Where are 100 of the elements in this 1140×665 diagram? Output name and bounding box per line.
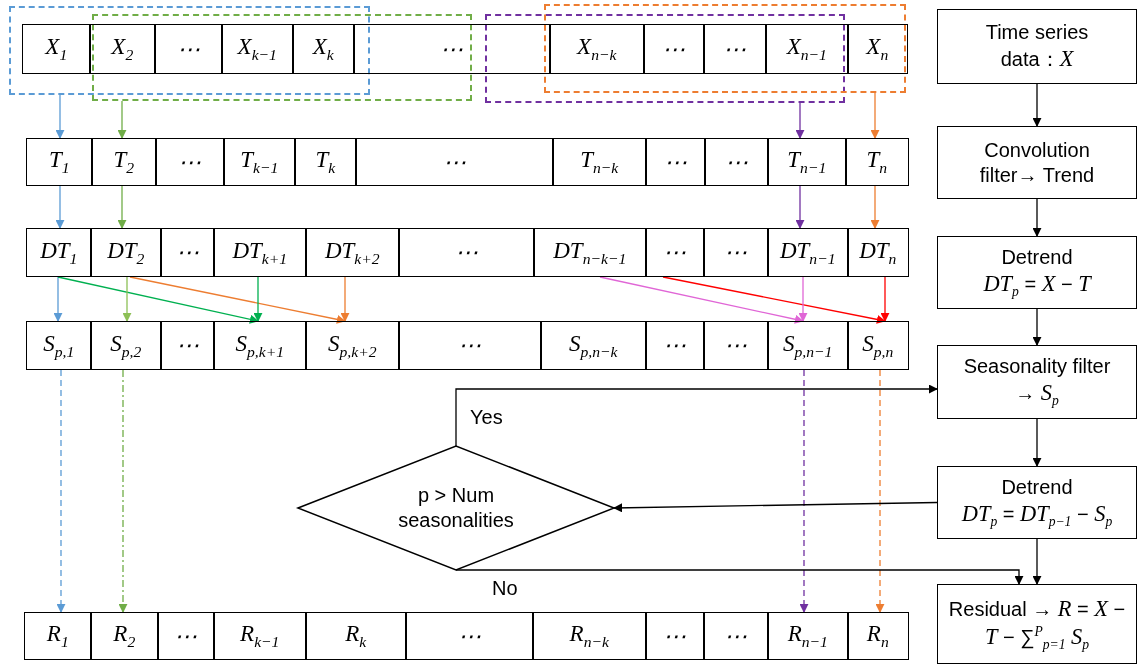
- arrow: [253, 276, 263, 322]
- arrow: [1032, 538, 1042, 585]
- arrow: [455, 384, 938, 447]
- arrow: [455, 569, 1024, 585]
- sequence-cell: ⋯: [703, 321, 769, 370]
- process-text: Residual → R = X − T − ∑$^{P}$$_{p=1}$ S$_{p}$: [947, 594, 1127, 654]
- arrow: [53, 276, 63, 322]
- sequence-cell: DT$_{n}$: [847, 228, 909, 277]
- process-text: Detrend: [1001, 474, 1073, 500]
- sequence-cell: ⋯: [704, 138, 769, 186]
- sequence-cell: X$_{2}$: [89, 24, 156, 74]
- decision-diamond: p > Num seasonalities: [298, 446, 614, 570]
- sequence-cell: ⋯: [703, 24, 767, 74]
- sequence-cell: R$_{k}$: [305, 612, 407, 660]
- arrow: [57, 276, 259, 324]
- sequence-cell: ⋯: [157, 612, 215, 660]
- sequence-cell: T$_{n−1}$: [767, 138, 847, 186]
- arrow: [117, 185, 127, 229]
- process-text: Convolution filter→ Trend: [978, 137, 1096, 188]
- sequence-cell: DT$_{n−1}$: [767, 228, 849, 277]
- arrow: [799, 369, 809, 613]
- sequence-cell: ⋯: [645, 138, 706, 186]
- sequence-cell: T$_{1}$: [26, 138, 93, 186]
- arrow: [55, 94, 65, 139]
- sequence-cell: R$_{n−k}$: [532, 612, 647, 660]
- sequence-cell: ⋯: [398, 228, 535, 277]
- arrow: [1032, 418, 1042, 467]
- sequence-cell: S$_{p,k+2}$: [305, 321, 400, 370]
- sequence-cell: T$_{k−1}$: [223, 138, 296, 186]
- arrow: [613, 501, 938, 513]
- sequence-cell: DT$_{1}$: [26, 228, 92, 277]
- sequence-cell: ⋯: [155, 138, 225, 186]
- sequence-cell: ⋯: [398, 321, 542, 370]
- sequence-cell: ⋯: [645, 228, 705, 277]
- process-box: [937, 584, 1137, 664]
- process-box: [937, 236, 1137, 309]
- arrow: [880, 276, 890, 322]
- sequence-cell: R$_{1}$: [24, 612, 92, 660]
- sequence-cell: T$_{n}$: [845, 138, 909, 186]
- sequence-cell: S$_{p,1}$: [26, 321, 92, 370]
- sequence-cell: R$_{n}$: [847, 612, 909, 660]
- sequence-cell: S$_{p,n−k}$: [540, 321, 647, 370]
- sequence-cell: DT$_{2}$: [90, 228, 162, 277]
- process-text: DT$_{p}$ = DT$_{p−1}$ − S$_{p}$: [961, 499, 1113, 531]
- process-box: [937, 9, 1137, 84]
- arrow: [340, 276, 350, 322]
- dashed-window-frame: [544, 4, 906, 93]
- sequence-cell: DT$_{k+1}$: [213, 228, 307, 277]
- sequence-cell: ⋯: [643, 24, 705, 74]
- sequence-cell: S$_{p,k+1}$: [213, 321, 307, 370]
- sequence-cell: X$_{n−k}$: [549, 24, 645, 74]
- sequence-cell: ⋯: [154, 24, 223, 74]
- arrow: [1032, 83, 1042, 127]
- sequence-cell: X$_{k−1}$: [221, 24, 294, 74]
- arrow: [870, 92, 880, 139]
- dashed-window-frame: [9, 6, 370, 95]
- arrow: [117, 100, 127, 139]
- process-box: [937, 345, 1137, 419]
- arrow: [1032, 308, 1042, 346]
- sequence-cell: ⋯: [160, 228, 215, 277]
- arrow: [870, 185, 880, 229]
- arrow: [795, 102, 805, 139]
- sequence-cell: R$_{k−1}$: [213, 612, 307, 660]
- sequence-cell: S$_{p,n}$: [847, 321, 909, 370]
- arrow: [599, 276, 804, 324]
- sequence-cell: S$_{p,2}$: [90, 321, 162, 370]
- sequence-cell: ⋯: [645, 612, 705, 660]
- sequence-cell: ⋯: [703, 612, 769, 660]
- sequence-cell: ⋯: [353, 24, 551, 74]
- process-text: DT$_{p}$ = X − T: [983, 269, 1091, 301]
- sequence-cell: X$_{n−1}$: [765, 24, 849, 74]
- sequence-cell: R$_{2}$: [90, 612, 159, 660]
- process-text: Seasonality filter → S$_{p}$: [962, 354, 1112, 410]
- sequence-cell: T$_{k}$: [294, 138, 357, 186]
- arrow: [1032, 198, 1042, 237]
- arrow: [122, 276, 132, 322]
- sequence-cell: T$_{2}$: [91, 138, 157, 186]
- dashed-window-frame: [485, 14, 845, 103]
- sequence-cell: R$_{n−1}$: [767, 612, 849, 660]
- process-text: Time series data：X: [984, 20, 1090, 73]
- sequence-cell: ⋯: [355, 138, 554, 186]
- sequence-cell: DT$_{k+2}$: [305, 228, 400, 277]
- process-text: Detrend: [1001, 244, 1073, 270]
- sequence-cell: T$_{n−k}$: [552, 138, 647, 186]
- arrow: [55, 185, 65, 229]
- arrow: [798, 276, 808, 322]
- dashed-window-frame: [92, 14, 472, 101]
- process-box: [937, 466, 1137, 539]
- sequence-cell: S$_{p,n−1}$: [767, 321, 849, 370]
- sequence-cell: ⋯: [160, 321, 215, 370]
- sequence-cell: ⋯: [405, 612, 534, 660]
- arrow: [795, 185, 805, 229]
- process-box: [937, 126, 1137, 199]
- arrow: [56, 369, 66, 613]
- sequence-cell: DT$_{n−k−1}$: [533, 228, 647, 277]
- arrow: [875, 369, 885, 613]
- sequence-cell: X$_{k}$: [292, 24, 355, 74]
- arrow: [662, 276, 886, 324]
- arrow: [118, 369, 128, 613]
- sequence-cell: ⋯: [645, 321, 705, 370]
